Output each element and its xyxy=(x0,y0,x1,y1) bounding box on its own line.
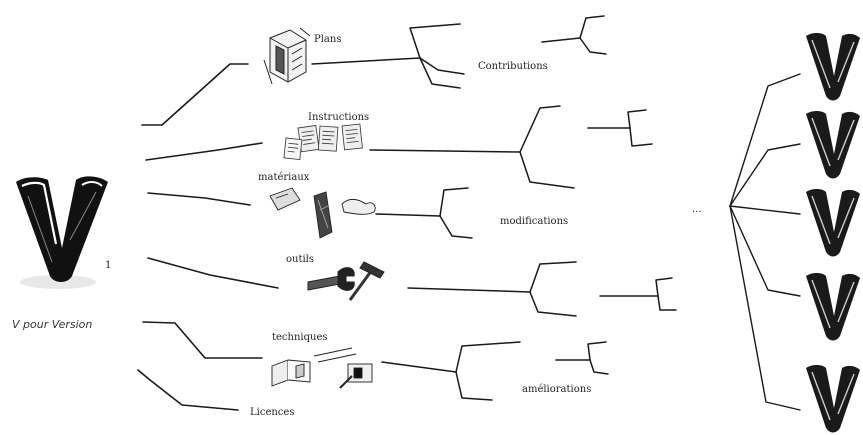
output-connectors xyxy=(729,73,801,411)
instruction-sheets-icon xyxy=(283,123,363,161)
derivation-label-ameliorations: améliorations xyxy=(522,384,591,395)
branch-label-materiaux: matériaux xyxy=(258,172,310,183)
root-v-logo-icon xyxy=(16,176,108,289)
root-caption: V pour Version xyxy=(12,318,92,331)
branch-label-instructions: Instructions xyxy=(308,112,369,123)
derivation-label-modifications: modifications xyxy=(500,216,568,227)
ellipsis-text: ... xyxy=(692,204,702,215)
branch-label-plans: Plans xyxy=(314,34,341,45)
wrench-hammer-icon xyxy=(307,261,385,301)
subtree-instructions xyxy=(369,105,653,189)
root-connectors xyxy=(137,63,279,411)
subtree-ameliorations xyxy=(381,341,609,401)
v-logo-icon xyxy=(806,273,860,341)
root-version-number: 1 xyxy=(105,260,111,271)
v-logo-icon xyxy=(806,189,860,257)
building-blocks-icon xyxy=(271,347,373,389)
subtree-modifications xyxy=(375,187,473,239)
derivation-label-contributions: Contributions xyxy=(478,61,548,72)
v-logo-icon xyxy=(806,111,860,179)
v-logo-icon xyxy=(806,365,860,433)
v-logo-icon xyxy=(806,33,860,101)
branch-label-techniques: techniques xyxy=(272,332,328,343)
branch-label-outils: outils xyxy=(286,254,314,265)
subtree-contributions xyxy=(311,15,607,89)
blueprint-drawing-icon xyxy=(263,27,311,85)
output-version-logos xyxy=(806,33,860,433)
subtree-outils xyxy=(407,261,677,317)
material-samples-icon xyxy=(269,187,376,239)
branch-label-licences: Licences xyxy=(250,407,294,418)
